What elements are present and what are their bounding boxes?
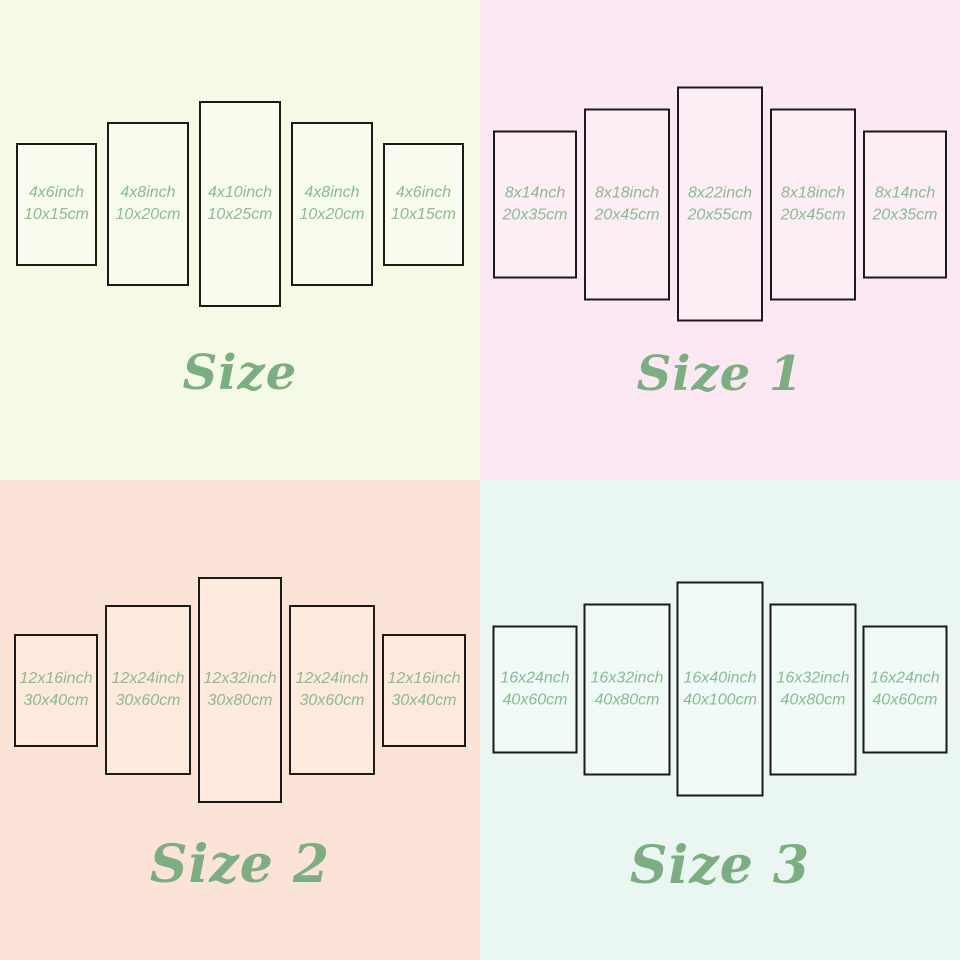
panel-size-inch: 4x6inch	[28, 184, 85, 201]
panel-size-inch: 8x22inch	[687, 184, 753, 201]
panel-size-label: 4x6inch 10x15cm	[24, 182, 89, 226]
canvas-panel: 4x6inch 10x15cm	[16, 142, 97, 266]
canvas-panel: 16x24nch 40x60cm	[862, 625, 948, 753]
panel-size-inch: 16x32inch	[590, 669, 664, 686]
panel-size-cm: 30x60cm	[299, 692, 365, 709]
panel-size-cm: 40x80cm	[594, 691, 660, 708]
panel-size-label: 4x8inch 10x20cm	[116, 182, 181, 226]
panel-size-label: 8x14nch 20x35cm	[873, 182, 938, 226]
panel-size-inch: 16x32inch	[776, 669, 850, 686]
panel-size-cm: 40x80cm	[780, 691, 846, 708]
panel-size-cm: 20x45cm	[594, 206, 660, 223]
panel-size-cm: 30x40cm	[23, 692, 89, 709]
canvas-panel: 12x24inch 30x60cm	[289, 605, 375, 775]
canvas-panel: 12x16inch 30x40cm	[14, 633, 98, 747]
panel-cluster: 4x6inch 10x15cm 4x8inch 10x20cm 4x10inch…	[16, 101, 464, 307]
canvas-panel: 8x18inch 20x45cm	[584, 108, 670, 300]
panel-size-label: 4x10inch 10x25cm	[208, 182, 273, 226]
canvas-panel: 12x32inch 30x80cm	[198, 577, 282, 803]
panel-size-label: 16x24nch 40x60cm	[500, 667, 569, 711]
quadrant-size-3: 16x24nch 40x60cm 16x32inch 40x80cm 16x40…	[480, 480, 960, 960]
panel-size-inch: 4x6inch	[395, 184, 452, 201]
panel-size-cm: 20x35cm	[872, 206, 938, 223]
panel-size-inch: 4x8inch	[304, 184, 360, 201]
panel-size-inch: 8x18inch	[594, 184, 660, 201]
canvas-panel: 8x14nch 20x35cm	[493, 130, 577, 278]
panel-size-inch: 16x40inch	[683, 669, 757, 686]
panel-size-label: 16x32inch 40x80cm	[777, 667, 850, 711]
panel-size-label: 12x16inch 30x40cm	[388, 668, 461, 712]
canvas-panel: 8x14nch 20x35cm	[863, 130, 947, 278]
panel-size-label: 16x32inch 40x80cm	[591, 667, 664, 711]
canvas-panel: 16x32inch 40x80cm	[583, 603, 671, 775]
panel-size-inch: 4x8inch	[120, 184, 176, 201]
panel-size-cm: 30x80cm	[207, 692, 273, 709]
panel-size-cm: 10x25cm	[207, 206, 273, 223]
panel-size-label: 8x18inch 20x45cm	[595, 182, 660, 226]
panel-size-cm: 20x55cm	[687, 206, 753, 223]
panel-cluster: 8x14nch 20x35cm 8x18inch 20x45cm 8x22inc…	[493, 86, 947, 322]
quadrant-title: Size 2	[149, 834, 331, 895]
canvas-panel: 12x16inch 30x40cm	[382, 633, 466, 747]
panel-size-label: 8x14nch 20x35cm	[503, 182, 568, 226]
panel-size-label: 8x22inch 20x55cm	[688, 182, 753, 226]
canvas-panel: 4x8inch 10x20cm	[291, 122, 373, 286]
canvas-panel: 8x22inch 20x55cm	[677, 86, 763, 322]
quadrant-size-1: 8x14nch 20x35cm 8x18inch 20x45cm 8x22inc…	[480, 0, 960, 480]
panel-size-label: 4x8inch 10x20cm	[300, 182, 365, 226]
panel-size-cm: 10x15cm	[391, 206, 456, 223]
panel-size-cm: 40x60cm	[502, 691, 568, 708]
panel-size-cm: 10x20cm	[299, 206, 365, 223]
panel-size-label: 8x18inch 20x45cm	[781, 182, 846, 226]
panel-size-label: 12x24inch 30x60cm	[112, 668, 185, 712]
panel-size-label: 4x6inch 10x15cm	[391, 182, 456, 226]
panel-size-inch: 12x24inch	[295, 670, 369, 687]
panel-size-label: 16x40inch 40x100cm	[683, 667, 757, 711]
panel-size-inch: 12x24inch	[111, 670, 185, 687]
panel-size-label: 12x32inch 30x80cm	[204, 668, 277, 712]
panel-size-inch: 8x14nch	[504, 184, 566, 201]
panel-size-label: 12x16inch 30x40cm	[20, 668, 93, 712]
canvas-panel: 16x40inch 40x100cm	[676, 581, 764, 797]
panel-size-inch: 8x14nch	[874, 184, 936, 201]
panel-size-inch: 8x18inch	[780, 184, 846, 201]
panel-size-label: 16x24nch 40x60cm	[870, 667, 939, 711]
panel-size-inch: 16x24nch	[500, 669, 570, 686]
quadrant-size-2: 12x16inch 30x40cm 12x24inch 30x60cm 12x3…	[0, 480, 480, 960]
panel-size-label: 12x24inch 30x60cm	[296, 668, 369, 712]
panel-size-cm: 10x15cm	[24, 206, 89, 223]
canvas-panel: 4x10inch 10x25cm	[199, 101, 281, 307]
quadrant-title: Size 1	[636, 346, 804, 402]
panel-size-cm: 10x20cm	[115, 206, 181, 223]
panel-size-cm: 40x60cm	[872, 691, 938, 708]
quadrant-title: Size	[182, 345, 298, 401]
canvas-panel: 12x24inch 30x60cm	[105, 605, 191, 775]
panel-size-cm: 40x100cm	[683, 691, 757, 708]
panel-size-inch: 12x16inch	[387, 670, 461, 687]
panel-size-cm: 20x35cm	[502, 206, 568, 223]
panel-size-inch: 12x32inch	[203, 670, 277, 687]
canvas-panel: 16x24nch 40x60cm	[492, 625, 578, 753]
panel-size-cm: 30x40cm	[391, 692, 457, 709]
canvas-panel: 4x8inch 10x20cm	[107, 122, 189, 286]
panel-cluster: 16x24nch 40x60cm 16x32inch 40x80cm 16x40…	[492, 581, 948, 797]
canvas-panel: 8x18inch 20x45cm	[770, 108, 856, 300]
panel-size-inch: 12x16inch	[19, 670, 93, 687]
quadrant-title: Size 3	[629, 835, 811, 896]
canvas-panel: 16x32inch 40x80cm	[769, 603, 857, 775]
quadrant-size: 4x6inch 10x15cm 4x8inch 10x20cm 4x10inch…	[0, 0, 480, 480]
canvas-panel: 4x6inch 10x15cm	[383, 142, 464, 266]
panel-size-inch: 16x24nch	[870, 669, 940, 686]
panel-size-inch: 4x10inch	[207, 184, 273, 201]
panel-cluster: 12x16inch 30x40cm 12x24inch 30x60cm 12x3…	[14, 577, 466, 803]
panel-size-cm: 30x60cm	[115, 692, 181, 709]
panel-size-cm: 20x45cm	[780, 206, 846, 223]
